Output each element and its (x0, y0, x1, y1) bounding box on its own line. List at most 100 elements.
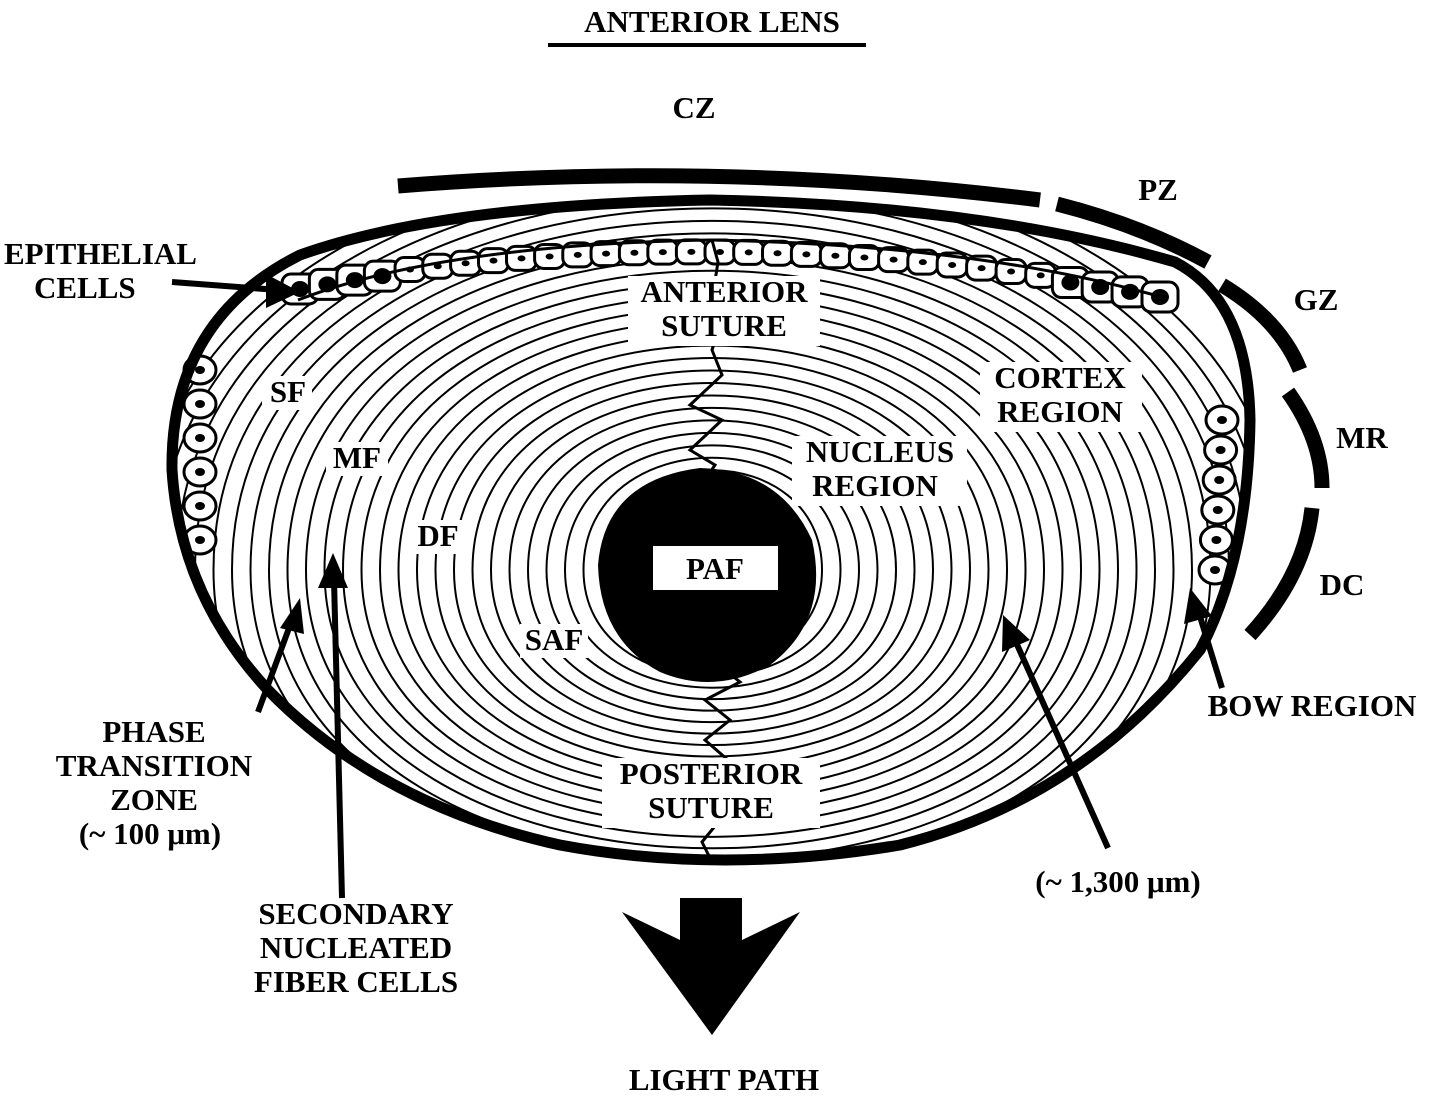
cell-nucleus (831, 252, 840, 259)
epithelial-label-line1: EPITHELIAL (4, 236, 197, 271)
fiber-contour (397, 332, 1027, 792)
size-label: (~ 1,300 μm) (1035, 864, 1200, 899)
cell-nucleus (1036, 272, 1045, 279)
secondary-label-line1: SECONDARY (258, 896, 453, 931)
phase-label-line2: TRANSITION (56, 748, 252, 783)
cell-nucleus (744, 249, 753, 256)
cell-nucleus (195, 502, 205, 510)
cell-nucleus (948, 261, 957, 268)
fiber-contour (545, 432, 879, 701)
fiber-contour (508, 407, 916, 723)
paf-label: PAF (686, 551, 744, 586)
secondary-arrow-line (331, 579, 345, 899)
fiber-contour (304, 269, 1120, 850)
epithelial-cell-row (182, 238, 1240, 586)
cell-nucleus (630, 249, 639, 256)
cell-nucleus (489, 257, 498, 264)
cz-bar (397, 168, 1041, 208)
fiber-contour (323, 282, 1101, 838)
bow-arrow-line (1195, 609, 1225, 689)
secondary-arrow-head (318, 553, 348, 588)
cell-nucleus (517, 255, 526, 262)
cell-nucleus (545, 253, 554, 260)
cell-nucleus (195, 468, 205, 476)
anterior-suture-label-line2: SUTURE (661, 308, 787, 343)
df-label: DF (417, 518, 458, 553)
cell-nucleus (1210, 566, 1220, 574)
cell-nucleus (602, 250, 611, 257)
phase-label-line4: (~ 100 μm) (79, 816, 221, 851)
cell-nucleus (658, 249, 667, 256)
pz-bar (1055, 196, 1212, 269)
anterior-suture-label-line1: ANTERIOR (640, 274, 808, 309)
size-arrow-line (1012, 638, 1111, 850)
cell-nucleus (773, 250, 782, 257)
fiber-contour (526, 419, 898, 712)
posterior-suture-line (700, 660, 743, 863)
zone-cz: CZ (672, 90, 715, 125)
epithelial-arrow-head (266, 274, 300, 308)
cell-nucleus (716, 249, 724, 255)
posterior-suture-label-line1: POSTERIOR (620, 756, 803, 791)
zone-gz: GZ (1294, 282, 1339, 317)
fiber-contour (341, 294, 1083, 827)
lens-capsule (166, 194, 1256, 866)
fiber-contour (563, 444, 861, 689)
cell-nucleus (977, 265, 986, 272)
label-backgrounds (262, 276, 1142, 828)
cell-nucleus (1061, 274, 1080, 291)
saf-label: SAF (525, 622, 584, 657)
cell-nucleus (1007, 268, 1016, 275)
bow-region-label: BOW REGION (1208, 688, 1417, 723)
sf-label: SF (270, 374, 306, 409)
bow-arrow-head (1184, 588, 1212, 624)
light-path-arrow (622, 898, 800, 1035)
fiber-contour (434, 357, 990, 769)
cell-nucleus (802, 251, 811, 258)
zone-dc: DC (1320, 567, 1365, 602)
zone-pz: PZ (1138, 172, 1178, 207)
fiber-contour (471, 381, 953, 746)
fiber-contour (452, 369, 972, 758)
cell-nucleus (195, 536, 205, 544)
phase-label-line1: PHASE (102, 714, 205, 749)
cell-nucleus (1211, 536, 1222, 544)
cortex-label-line1: CORTEX (994, 360, 1126, 395)
cell-nucleus (195, 366, 205, 374)
mr-bar (1281, 387, 1330, 489)
cell-nucleus (918, 259, 927, 266)
fiber-contour (489, 394, 935, 735)
cell-nucleus (1215, 446, 1226, 454)
inner-capsule-line (297, 238, 1166, 302)
cell-nucleus (1212, 506, 1223, 514)
nucleus-label-line1: NUCLEUS (806, 434, 954, 469)
phase-label-line3: ZONE (110, 782, 198, 817)
epithelial-label-line2: CELLS (34, 270, 136, 305)
secondary-label-line2: NUCLEATED (260, 930, 452, 965)
fiber-contour (415, 344, 1009, 781)
gz-bar (1218, 278, 1307, 373)
size-arrow-head (1002, 615, 1030, 652)
mf-label: MF (333, 440, 381, 475)
epithelial-arrow-line (171, 279, 279, 293)
cell-nucleus (195, 434, 205, 442)
phase-arrow-head (280, 598, 304, 634)
secondary-label-line3: FIBER CELLS (254, 964, 458, 999)
zone-bars (397, 168, 1330, 641)
cortex-label-line2: REGION (997, 394, 1123, 429)
zone-mr: MR (1336, 420, 1388, 455)
phase-arrow-line (255, 618, 295, 714)
cell-nucleus (889, 256, 898, 263)
fiber-contour (378, 319, 1046, 804)
diagram-title: ANTERIOR LENS (584, 4, 840, 39)
cell-nucleus (573, 251, 582, 258)
cell-nucleus (461, 260, 470, 267)
cell-nucleus (195, 400, 205, 408)
nucleus-label-line2: REGION (812, 468, 938, 503)
fiber-contour (360, 307, 1064, 815)
cell-nucleus (687, 248, 696, 255)
light-path-label: LIGHT PATH (629, 1062, 819, 1097)
paf-label-box (651, 544, 780, 592)
posterior-suture-label-line2: SUTURE (648, 790, 774, 825)
